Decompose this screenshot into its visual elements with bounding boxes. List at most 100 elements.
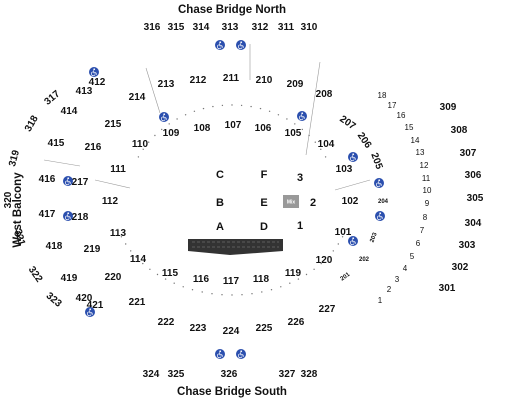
section-115[interactable]: 115: [162, 268, 179, 279]
section-309[interactable]: 309: [440, 102, 457, 113]
floor-section-f[interactable]: F: [261, 169, 268, 181]
section-307[interactable]: 307: [460, 148, 477, 159]
section-105[interactable]: 105: [285, 128, 302, 139]
section-113[interactable]: 113: [110, 228, 127, 239]
section-419[interactable]: 419: [61, 273, 78, 284]
section-322[interactable]: 322: [26, 265, 45, 285]
section-118[interactable]: 118: [253, 274, 270, 285]
section-324[interactable]: 324: [143, 369, 160, 380]
section-107[interactable]: 107: [225, 120, 242, 131]
section-222[interactable]: 222: [158, 317, 175, 328]
floor-section-1[interactable]: 1: [297, 220, 303, 232]
section-208[interactable]: 208: [316, 89, 333, 100]
section-106[interactable]: 106: [255, 123, 272, 134]
section-414[interactable]: 414: [61, 106, 78, 117]
section-325[interactable]: 325: [168, 369, 185, 380]
section-314[interactable]: 314: [193, 22, 210, 33]
section-216[interactable]: 216: [85, 142, 102, 153]
section-116[interactable]: 116: [193, 274, 210, 285]
section-418[interactable]: 418: [46, 241, 63, 252]
section-327[interactable]: 327: [279, 369, 296, 380]
section-211[interactable]: 211: [223, 73, 240, 84]
floor-section-3[interactable]: 3: [297, 172, 303, 184]
section-201[interactable]: 201: [340, 271, 352, 282]
section-317[interactable]: 317: [42, 88, 62, 107]
section-120[interactable]: 120: [316, 255, 333, 266]
section-416[interactable]: 416: [39, 174, 56, 185]
section-223[interactable]: 223: [190, 323, 207, 334]
section-110[interactable]: 110: [132, 139, 149, 150]
section-326[interactable]: 326: [221, 369, 238, 380]
section-212[interactable]: 212: [190, 75, 207, 86]
section-206[interactable]: 206: [355, 131, 374, 151]
section-305[interactable]: 305: [467, 193, 484, 204]
section-311[interactable]: 311: [278, 22, 295, 33]
section-104[interactable]: 104: [318, 139, 335, 150]
section-108[interactable]: 108: [194, 123, 211, 134]
section-421[interactable]: 421: [87, 300, 104, 311]
section-415[interactable]: 415: [48, 138, 65, 149]
section-306[interactable]: 306: [465, 170, 482, 181]
section-119[interactable]: 119: [285, 268, 302, 279]
section-101[interactable]: 101: [335, 227, 352, 238]
row-marker: [326, 256, 329, 259]
floor-section-d[interactable]: D: [260, 221, 268, 233]
section-112[interactable]: 112: [102, 196, 119, 207]
section-218[interactable]: 218: [72, 212, 89, 223]
floor-section-2[interactable]: 2: [310, 197, 316, 209]
section-226[interactable]: 226: [288, 317, 305, 328]
section-220[interactable]: 220: [105, 272, 122, 283]
section-215[interactable]: 215: [105, 119, 122, 130]
section-225[interactable]: 225: [256, 323, 273, 334]
section-202[interactable]: 202: [359, 257, 370, 263]
section-420[interactable]: 420: [76, 293, 93, 304]
section-114[interactable]: 114: [130, 254, 147, 265]
section-318[interactable]: 318: [23, 113, 41, 133]
floor-section-b[interactable]: B: [216, 197, 224, 209]
row-marker: [240, 104, 243, 107]
section-412[interactable]: 412: [89, 77, 106, 88]
section-219[interactable]: 219: [84, 244, 101, 255]
section-203[interactable]: 203: [370, 231, 379, 243]
section-111[interactable]: 111: [110, 164, 126, 175]
section-320[interactable]: 320: [3, 191, 14, 208]
row-marker: [164, 278, 167, 280]
section-319[interactable]: 319: [7, 148, 22, 167]
end-row-13: 13: [416, 148, 425, 157]
section-303[interactable]: 303: [459, 240, 476, 251]
section-109[interactable]: 109: [163, 128, 180, 139]
section-213[interactable]: 213: [158, 79, 175, 90]
floor-section-c[interactable]: C: [216, 169, 224, 181]
section-328[interactable]: 328: [301, 369, 318, 380]
floor-section-a[interactable]: A: [216, 221, 224, 233]
section-315[interactable]: 315: [168, 22, 185, 33]
section-214[interactable]: 214: [129, 92, 146, 103]
section-417[interactable]: 417: [39, 209, 56, 220]
section-207[interactable]: 207: [337, 114, 357, 133]
section-221[interactable]: 221: [129, 297, 146, 308]
section-205[interactable]: 205: [368, 151, 384, 171]
wheelchair-icon: [348, 236, 358, 246]
floor-section-e[interactable]: E: [260, 197, 267, 209]
section-117[interactable]: 117: [223, 276, 240, 287]
section-304[interactable]: 304: [465, 218, 482, 229]
section-310[interactable]: 310: [301, 22, 318, 33]
section-308[interactable]: 308: [451, 125, 468, 136]
section-316[interactable]: 316: [144, 22, 161, 33]
section-313[interactable]: 313: [222, 22, 239, 33]
section-321[interactable]: 321: [12, 228, 27, 247]
section-413[interactable]: 413: [76, 86, 93, 97]
section-209[interactable]: 209: [287, 79, 304, 90]
section-224[interactable]: 224: [223, 326, 240, 337]
section-323[interactable]: 323: [44, 291, 64, 310]
section-312[interactable]: 312: [252, 22, 269, 33]
section-302[interactable]: 302: [452, 262, 469, 273]
section-102[interactable]: 102: [342, 196, 359, 207]
section-217[interactable]: 217: [72, 177, 89, 188]
section-204[interactable]: 204: [378, 199, 389, 205]
section-301[interactable]: 301: [439, 283, 456, 294]
row-marker: [320, 148, 322, 150]
section-227[interactable]: 227: [319, 304, 336, 315]
section-210[interactable]: 210: [256, 75, 273, 86]
section-103[interactable]: 103: [336, 164, 353, 175]
